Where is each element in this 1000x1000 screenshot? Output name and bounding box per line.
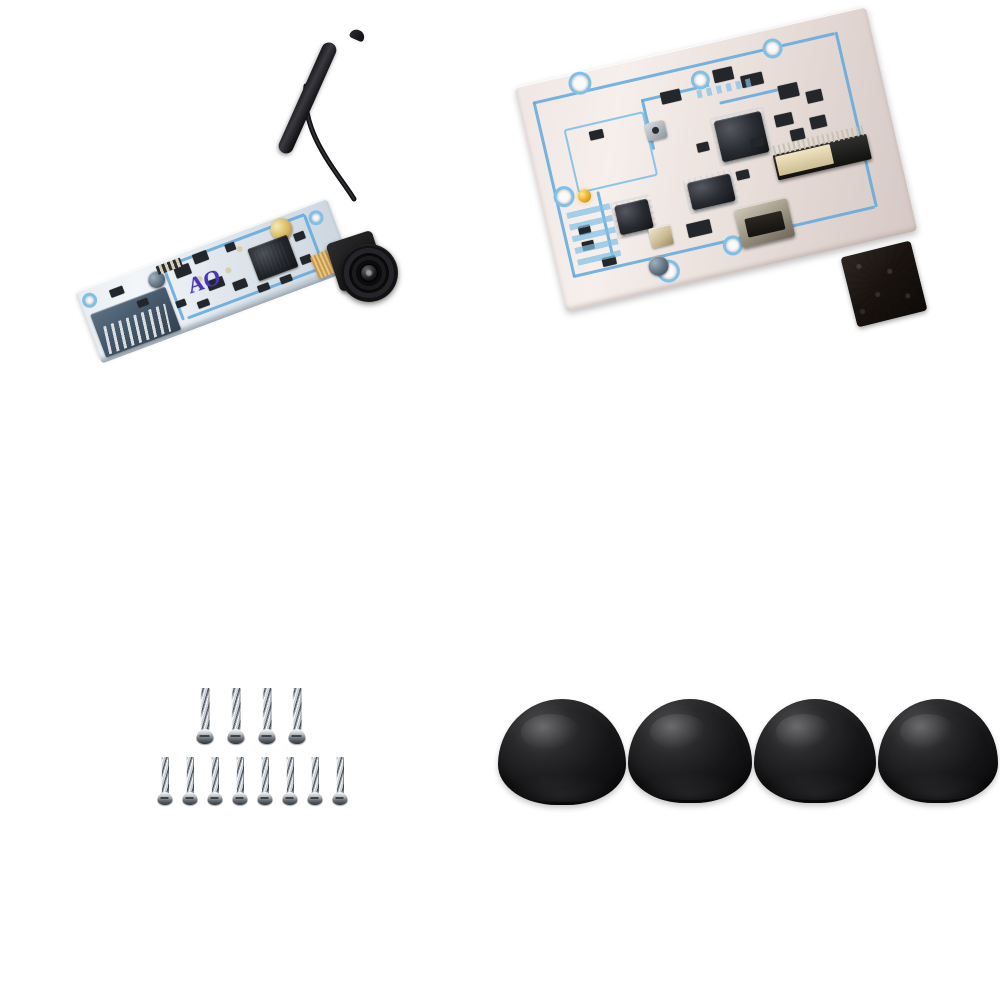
- screw-head: [288, 729, 305, 744]
- screw: [257, 757, 272, 805]
- screw: [288, 688, 305, 744]
- screw-shaft: [335, 757, 344, 794]
- rubber-dome: [754, 699, 876, 803]
- camera-lens-barrel[interactable]: [340, 244, 398, 302]
- screw: [258, 688, 275, 744]
- screw: [232, 757, 247, 805]
- screw: [207, 757, 222, 805]
- screw-shaft: [160, 757, 169, 794]
- screw: [157, 757, 172, 805]
- screw-head: [157, 792, 172, 805]
- screw-head: [232, 792, 247, 805]
- screw-shaft: [210, 757, 219, 794]
- screw-head: [282, 792, 297, 805]
- screw-shaft: [285, 757, 294, 794]
- screw: [307, 757, 322, 805]
- screw: [182, 757, 197, 805]
- screw-shaft: [310, 757, 319, 794]
- rubber-dome: [878, 699, 998, 803]
- rubber-dome: [628, 699, 752, 803]
- screw-shaft: [231, 688, 240, 730]
- screw-shaft: [200, 688, 209, 730]
- screw-shaft: [185, 757, 194, 794]
- screw-head: [227, 729, 244, 744]
- screw-shaft: [235, 757, 244, 794]
- screw-head: [257, 792, 272, 805]
- screw-head: [332, 792, 347, 805]
- screw-head: [258, 729, 275, 744]
- screw-shaft: [262, 688, 271, 730]
- screw: [282, 757, 297, 805]
- screw: [196, 688, 213, 744]
- rubber-dome: [498, 699, 626, 805]
- screw-shaft: [292, 688, 301, 730]
- camera-board-group: AO: [75, 27, 398, 418]
- screw-head: [182, 792, 197, 805]
- screw-head: [207, 792, 222, 805]
- screw: [332, 757, 347, 805]
- screw-shaft: [260, 757, 269, 794]
- screw-head: [196, 729, 213, 744]
- screw: [227, 688, 244, 744]
- screw-head: [307, 792, 322, 805]
